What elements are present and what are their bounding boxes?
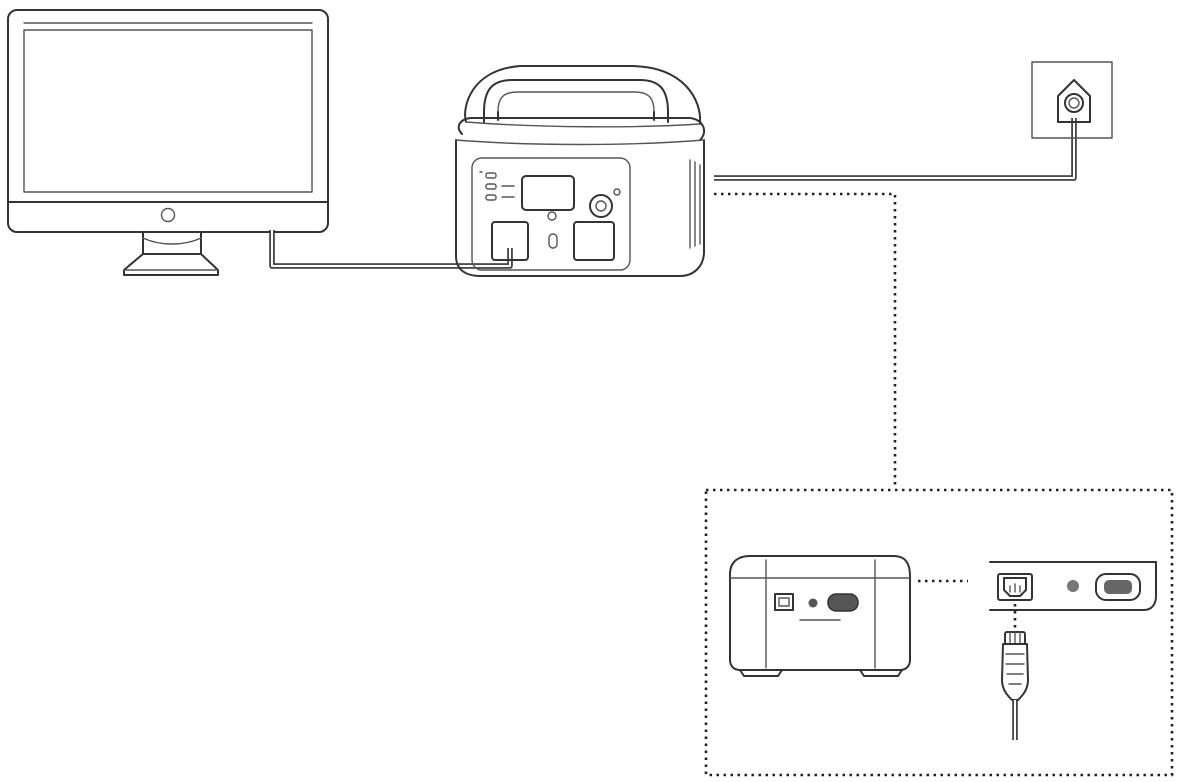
portable-power-station-icon <box>455 65 706 277</box>
monitor-icon <box>7 9 329 276</box>
inset-detail-frame <box>704 488 1174 777</box>
monitor-cable <box>269 230 513 269</box>
power-station-rear-panel-icon <box>729 555 911 677</box>
wall-outlet-cable <box>714 118 1077 181</box>
dotted-leader-line <box>714 192 897 488</box>
ac-inlet-panel-icon <box>989 561 1157 611</box>
ac-power-plug-icon <box>1001 631 1029 740</box>
wall-outlet-icon <box>1031 61 1113 139</box>
